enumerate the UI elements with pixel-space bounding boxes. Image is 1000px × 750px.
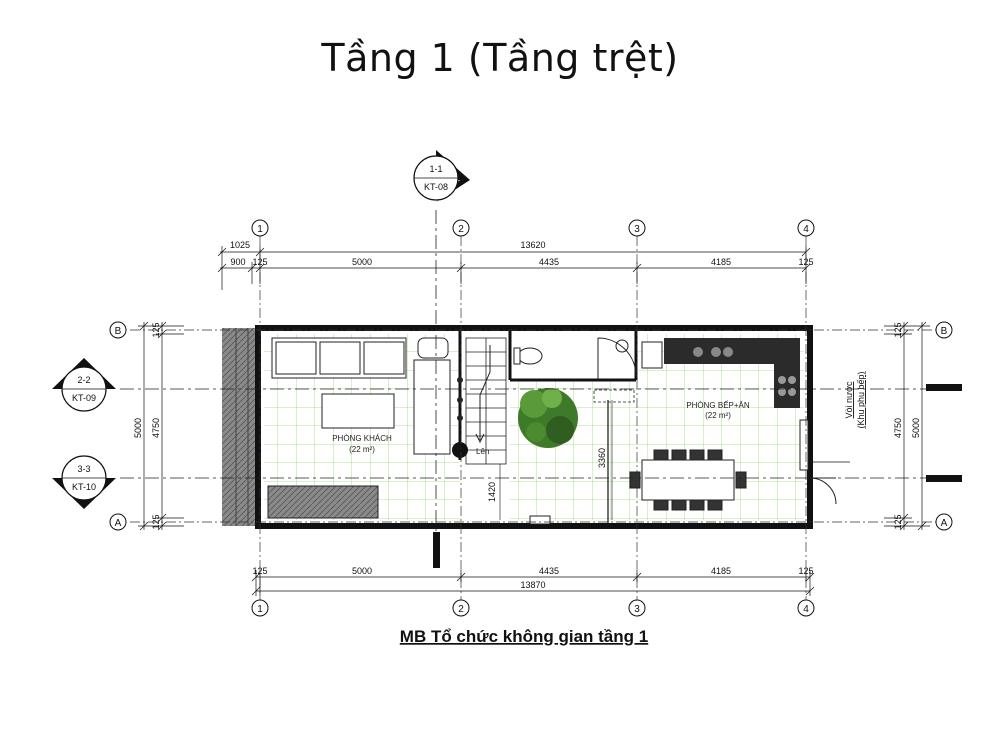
sofa <box>271 337 451 455</box>
dim-left-125-bottom: 125 <box>151 514 161 529</box>
living-room-area: (22 m²) <box>349 445 375 454</box>
page-title: Tầng 1 (Tầng trệt) <box>321 36 679 80</box>
courtyard-tree <box>518 388 578 448</box>
right-dimension-lines <box>884 321 930 531</box>
dim-bottom-13870: 13870 <box>520 580 545 590</box>
dim-bottom-4185: 4185 <box>711 566 731 576</box>
living-room-name: PHÒNG KHÁCH <box>332 434 392 443</box>
grid-label-B-right: B <box>941 326 948 337</box>
kitchen-counter <box>641 338 800 408</box>
bottom-threshold <box>529 515 551 525</box>
dim-left-125-top: 125 <box>151 322 161 337</box>
section-cut-ends <box>433 384 962 568</box>
interior-walls <box>458 331 638 523</box>
dim-top-4435: 4435 <box>539 257 559 267</box>
dim-right-4750: 4750 <box>893 418 903 438</box>
drawing-caption: MB Tổ chức không gian tầng 1 <box>400 627 648 646</box>
grid-bubbles-bottom <box>251 599 815 617</box>
stair-label: Lên <box>476 447 489 456</box>
dim-right-125-top: 125 <box>893 322 903 337</box>
grid-label-1-top: 1 <box>257 224 263 235</box>
dim-bottom-125a: 125 <box>252 566 267 576</box>
tv-cabinet <box>267 485 379 519</box>
dim-left-4750: 4750 <box>151 418 161 438</box>
dim-bottom-125b: 125 <box>798 566 813 576</box>
dim-top-125a: 125 <box>252 257 267 267</box>
section-marker-2-2 <box>52 358 116 412</box>
door-frame <box>593 389 635 403</box>
potted-plants <box>452 377 468 458</box>
section-3-3-number: 3-3 <box>77 464 90 474</box>
grid-label-B-left: B <box>115 326 122 337</box>
water-tap-label: Vòi nước <box>844 381 854 418</box>
wc-fixtures <box>513 337 637 380</box>
dim-top-1025: 1025 <box>230 240 250 250</box>
water-tap-sublabel: (Khu phụ bếp) <box>856 371 866 428</box>
section-top-number: 1-1 <box>429 164 442 174</box>
dim-right-5000: 5000 <box>911 418 921 438</box>
grid-label-3-bottom: 3 <box>634 604 640 615</box>
porch-hatch <box>222 328 258 526</box>
dim-left-5000: 5000 <box>133 418 143 438</box>
section-2-2-sheet: KT-09 <box>72 393 96 403</box>
staircase <box>465 337 507 465</box>
section-3-3-sheet: KT-10 <box>72 482 96 492</box>
inner-dimension-lines <box>499 400 613 520</box>
grid-label-2-bottom: 2 <box>458 604 464 615</box>
kitchen-room-area: (22 m²) <box>705 411 731 420</box>
dim-bottom-5000: 5000 <box>352 566 372 576</box>
grid-label-A-left: A <box>115 518 122 529</box>
grid-label-2-top: 2 <box>458 224 464 235</box>
dim-inner-3360: 3360 <box>597 448 607 468</box>
bottom-dimension-lines <box>251 570 815 596</box>
grid-axis-lines <box>130 236 940 600</box>
section-2-2-number: 2-2 <box>77 375 90 385</box>
grid-label-1-bottom: 1 <box>257 604 263 615</box>
section-cut-lines <box>120 210 930 540</box>
grid-label-3-top: 3 <box>634 224 640 235</box>
grid-bubbles-rows <box>109 321 953 531</box>
section-marker-3-3 <box>52 455 116 509</box>
dim-top-5000: 5000 <box>352 257 372 267</box>
dim-top-13620: 13620 <box>520 240 545 250</box>
dim-right-125-bottom: 125 <box>893 514 903 529</box>
dim-top-4185: 4185 <box>711 257 731 267</box>
exterior-walls <box>255 325 813 529</box>
grid-label-4-top: 4 <box>803 224 809 235</box>
dining-table <box>629 449 747 511</box>
grid-bubbles-top <box>251 219 815 237</box>
kitchen-room-name: PHÒNG BẾP+ĂN <box>686 400 750 410</box>
dim-inner-1420: 1420 <box>487 482 497 502</box>
left-dimension-lines <box>138 321 184 531</box>
section-marker-top <box>413 150 470 202</box>
dim-top-900: 900 <box>230 257 245 267</box>
grid-label-A-right: A <box>941 518 948 529</box>
section-top-sheet: KT-08 <box>424 182 448 192</box>
top-dimension-lines <box>217 246 811 290</box>
dim-top-125b: 125 <box>798 257 813 267</box>
grid-label-4-bottom: 4 <box>803 604 809 615</box>
dim-bottom-4435: 4435 <box>539 566 559 576</box>
coffee-table <box>321 393 395 429</box>
